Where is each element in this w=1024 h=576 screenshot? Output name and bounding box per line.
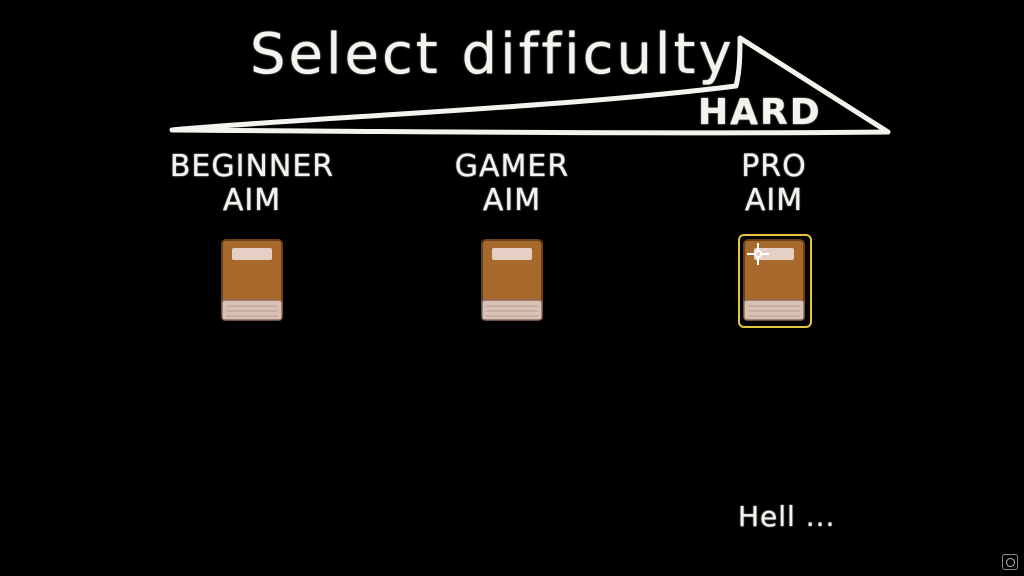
- difficulty-option-beginner[interactable]: BEGINNER AIM: [152, 150, 352, 322]
- difficulty-option-pro[interactable]: PRO AIM: [674, 149, 874, 328]
- page-title: Select difficulty: [250, 22, 735, 87]
- circle-icon[interactable]: [1002, 554, 1018, 570]
- book-icon[interactable]: [220, 238, 284, 322]
- book-icon[interactable]: [738, 234, 812, 328]
- difficulty-option-gamer[interactable]: GAMER AIM: [412, 150, 612, 322]
- option-label: BEGINNER AIM: [169, 149, 335, 218]
- book-icon[interactable]: [480, 238, 544, 322]
- option-label: GAMER AIM: [454, 149, 570, 218]
- difficulty-hint-text: Hell ...: [738, 500, 836, 533]
- option-label: PRO AIM: [741, 149, 807, 218]
- difficulty-scale-hard-label: HARD: [698, 92, 822, 133]
- crosshair-cursor-icon: [747, 243, 769, 265]
